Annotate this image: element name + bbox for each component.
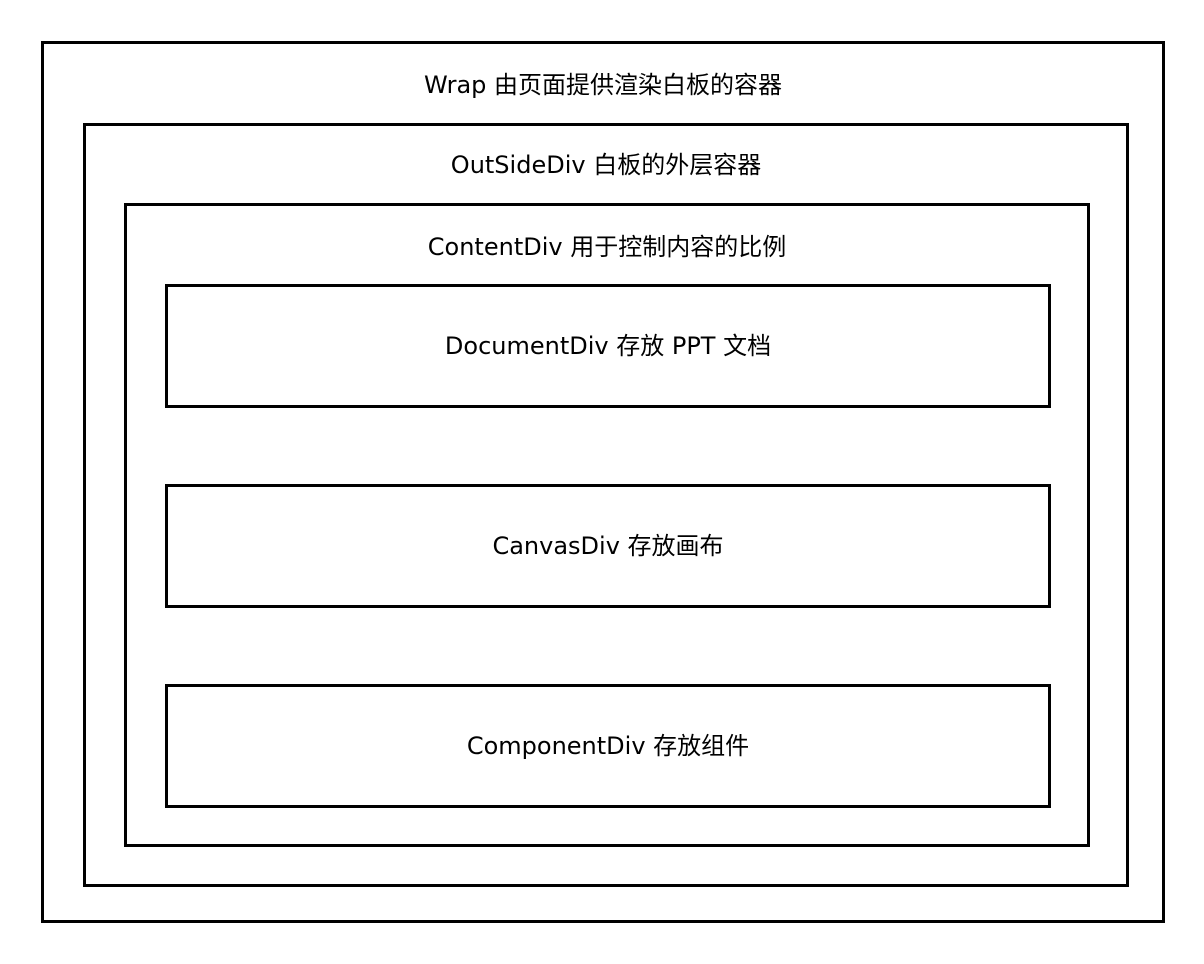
outside-div-label: OutSideDiv 白板的外层容器	[450, 151, 762, 179]
document-div-box: DocumentDiv 存放 PPT 文档	[165, 284, 1051, 408]
component-div-label: ComponentDiv 存放组件	[466, 732, 750, 760]
content-div-box: ContentDiv 用于控制内容的比例 DocumentDiv 存放 PPT …	[124, 203, 1090, 847]
document-div-label: DocumentDiv 存放 PPT 文档	[444, 332, 772, 360]
content-div-label: ContentDiv 用于控制内容的比例	[427, 233, 787, 261]
canvas-div-box: CanvasDiv 存放画布	[165, 484, 1051, 608]
component-div-box: ComponentDiv 存放组件	[165, 684, 1051, 808]
canvas-div-label: CanvasDiv 存放画布	[492, 532, 724, 560]
outside-div-box: OutSideDiv 白板的外层容器 ContentDiv 用于控制内容的比例 …	[83, 123, 1129, 887]
wrap-container-label: Wrap 由页面提供渲染白板的容器	[423, 71, 783, 99]
wrap-container-box: Wrap 由页面提供渲染白板的容器 OutSideDiv 白板的外层容器 Con…	[41, 41, 1165, 923]
